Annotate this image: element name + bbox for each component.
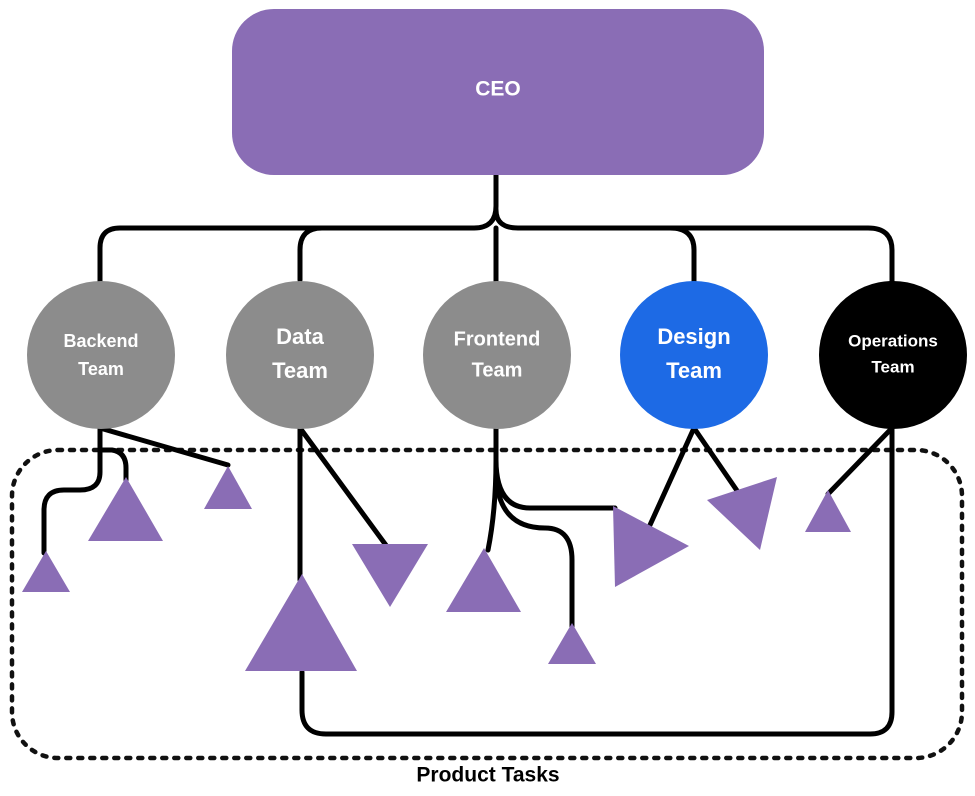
ceo-label: CEO <box>475 78 521 101</box>
ceo-node: CEO <box>232 9 764 175</box>
task-triangle <box>805 490 851 532</box>
team-node-operations: Operations Team <box>819 281 967 429</box>
team-label-line2: Team <box>871 357 914 376</box>
team-circle <box>819 281 967 429</box>
team-label-line1: Design <box>657 324 730 349</box>
product-tasks-label: Product Tasks <box>416 764 559 787</box>
task-triangle <box>204 466 252 509</box>
team-label-line1: Backend <box>63 331 138 351</box>
task-triangle <box>245 574 357 671</box>
team-label-line2: Team <box>666 358 722 383</box>
task-triangle <box>548 623 596 664</box>
task-triangle <box>22 551 70 592</box>
team-label-line2: Team <box>272 358 328 383</box>
team-node-design: Design Team <box>620 281 768 429</box>
team-circle <box>226 281 374 429</box>
task-triangle <box>352 544 428 607</box>
team-label-line2: Team <box>472 359 523 381</box>
team-label-line1: Operations <box>848 331 938 350</box>
team-node-frontend: Frontend Team <box>423 281 571 429</box>
team-label-line1: Frontend <box>454 328 541 350</box>
team-to-task-connectors <box>41 425 895 737</box>
task-shapes <box>22 466 851 671</box>
product-tasks-boundary <box>9 447 965 761</box>
task-triangle <box>707 477 777 550</box>
team-label-line2: Team <box>78 359 124 379</box>
team-circle <box>423 281 571 429</box>
task-triangle <box>446 548 521 612</box>
task-triangle <box>88 477 163 541</box>
ceo-box <box>232 9 764 175</box>
ceo-to-teams-connectors <box>97 172 895 285</box>
team-circle <box>620 281 768 429</box>
team-node-backend: Backend Team <box>27 281 175 429</box>
team-label-line1: Data <box>276 324 324 349</box>
team-node-data: Data Team <box>226 281 374 429</box>
team-circle <box>27 281 175 429</box>
task-triangle <box>613 506 689 587</box>
